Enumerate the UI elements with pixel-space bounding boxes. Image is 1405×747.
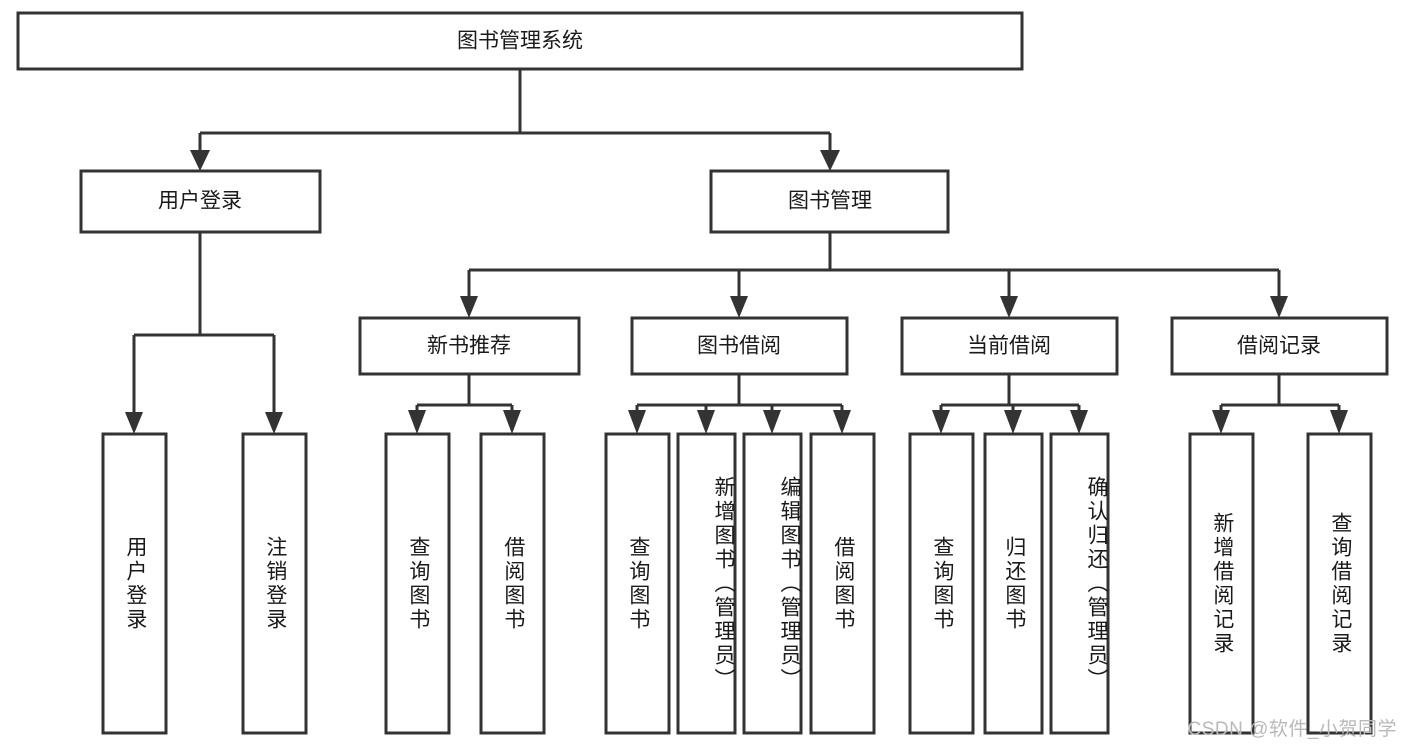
arrow-head-login-do xyxy=(125,412,143,434)
arrow-head-current-borrow xyxy=(1000,296,1018,318)
connector-group-book-borrow xyxy=(628,374,851,434)
node-box-borrow-book-1[interactable] xyxy=(479,432,546,735)
arrow-head-user-login xyxy=(190,150,210,171)
arrow-head-logout-do xyxy=(265,412,283,434)
node-borrow-records[interactable]: 借阅记录 xyxy=(1170,316,1389,376)
node-box-query-book-1[interactable] xyxy=(384,432,451,735)
node-box-query-book-3[interactable] xyxy=(908,432,975,735)
node-box-login-do[interactable] xyxy=(101,432,168,735)
arrow-head-borrow-book-1 xyxy=(503,410,521,434)
arrow-head-new-book-recommend xyxy=(460,296,478,318)
node-box-edit-book-admin[interactable] xyxy=(742,432,803,735)
node-box-logout-do[interactable] xyxy=(241,432,308,735)
node-root[interactable]: 图书管理系统 xyxy=(16,11,1024,71)
arrow-head-return-book xyxy=(1004,410,1022,434)
arrow-head-query-book-3 xyxy=(932,410,950,434)
node-label-root: 图书管理系统 xyxy=(457,30,583,53)
node-box-add-book-admin[interactable] xyxy=(676,432,737,735)
node-current-borrow[interactable]: 当前借阅 xyxy=(900,316,1119,376)
node-label-current-borrow: 当前借阅 xyxy=(967,335,1051,358)
arrow-head-query-book-2 xyxy=(628,410,646,434)
arrow-head-query-book-1 xyxy=(408,410,426,434)
arrow-head-confirm-return-admin xyxy=(1070,410,1088,434)
node-label-book-borrow: 图书借阅 xyxy=(697,335,781,358)
node-book-borrow[interactable]: 图书借阅 xyxy=(630,316,849,376)
node-box-add-borrow-record[interactable] xyxy=(1188,432,1255,735)
node-box-confirm-return-admin[interactable] xyxy=(1049,432,1110,735)
node-box-book-manage[interactable] xyxy=(709,169,950,234)
csdn-watermark: CSDN @软件_小贺同学 xyxy=(1187,719,1397,740)
node-box-borrow-book-2[interactable] xyxy=(809,432,876,735)
arrow-head-add-book-admin xyxy=(697,410,715,434)
node-label-user-login: 用户登录 xyxy=(158,190,242,213)
connector-group-root xyxy=(190,69,840,171)
node-label-borrow-records: 借阅记录 xyxy=(1237,335,1321,358)
node-label-book-manage: 图书管理 xyxy=(788,190,872,213)
connector-group-current-borrow xyxy=(932,374,1088,434)
connector-group-book-manage xyxy=(460,232,1288,318)
node-book-manage[interactable]: 图书管理 xyxy=(709,169,950,234)
arrow-head-book-manage xyxy=(820,150,840,171)
arrow-head-borrow-records xyxy=(1270,296,1288,318)
node-box-user-login[interactable] xyxy=(79,169,322,234)
arrow-head-query-borrow-record xyxy=(1330,410,1348,434)
arrow-head-book-borrow xyxy=(730,296,748,318)
connector-group-new-book-recommend xyxy=(408,374,521,434)
node-box-borrow-records[interactable] xyxy=(1170,316,1389,376)
arrow-head-edit-book-admin xyxy=(763,410,781,434)
arrow-head-add-borrow-record xyxy=(1212,410,1230,434)
node-box-return-book[interactable] xyxy=(983,432,1044,735)
node-user-login[interactable]: 用户登录 xyxy=(79,169,322,234)
node-new-book-recommend[interactable]: 新书推荐 xyxy=(358,316,581,376)
node-box-current-borrow[interactable] xyxy=(900,316,1119,376)
node-box-query-borrow-record[interactable] xyxy=(1306,432,1373,735)
connector-group-borrow-records xyxy=(1212,374,1348,434)
arrow-head-borrow-book-2 xyxy=(833,410,851,434)
node-box-book-borrow[interactable] xyxy=(630,316,849,376)
node-label-new-book-recommend: 新书推荐 xyxy=(427,335,511,358)
connector-group-user-login xyxy=(125,232,283,434)
node-box-new-book-recommend[interactable] xyxy=(358,316,581,376)
node-box-root[interactable] xyxy=(16,11,1024,71)
node-box-query-book-2[interactable] xyxy=(604,432,671,735)
